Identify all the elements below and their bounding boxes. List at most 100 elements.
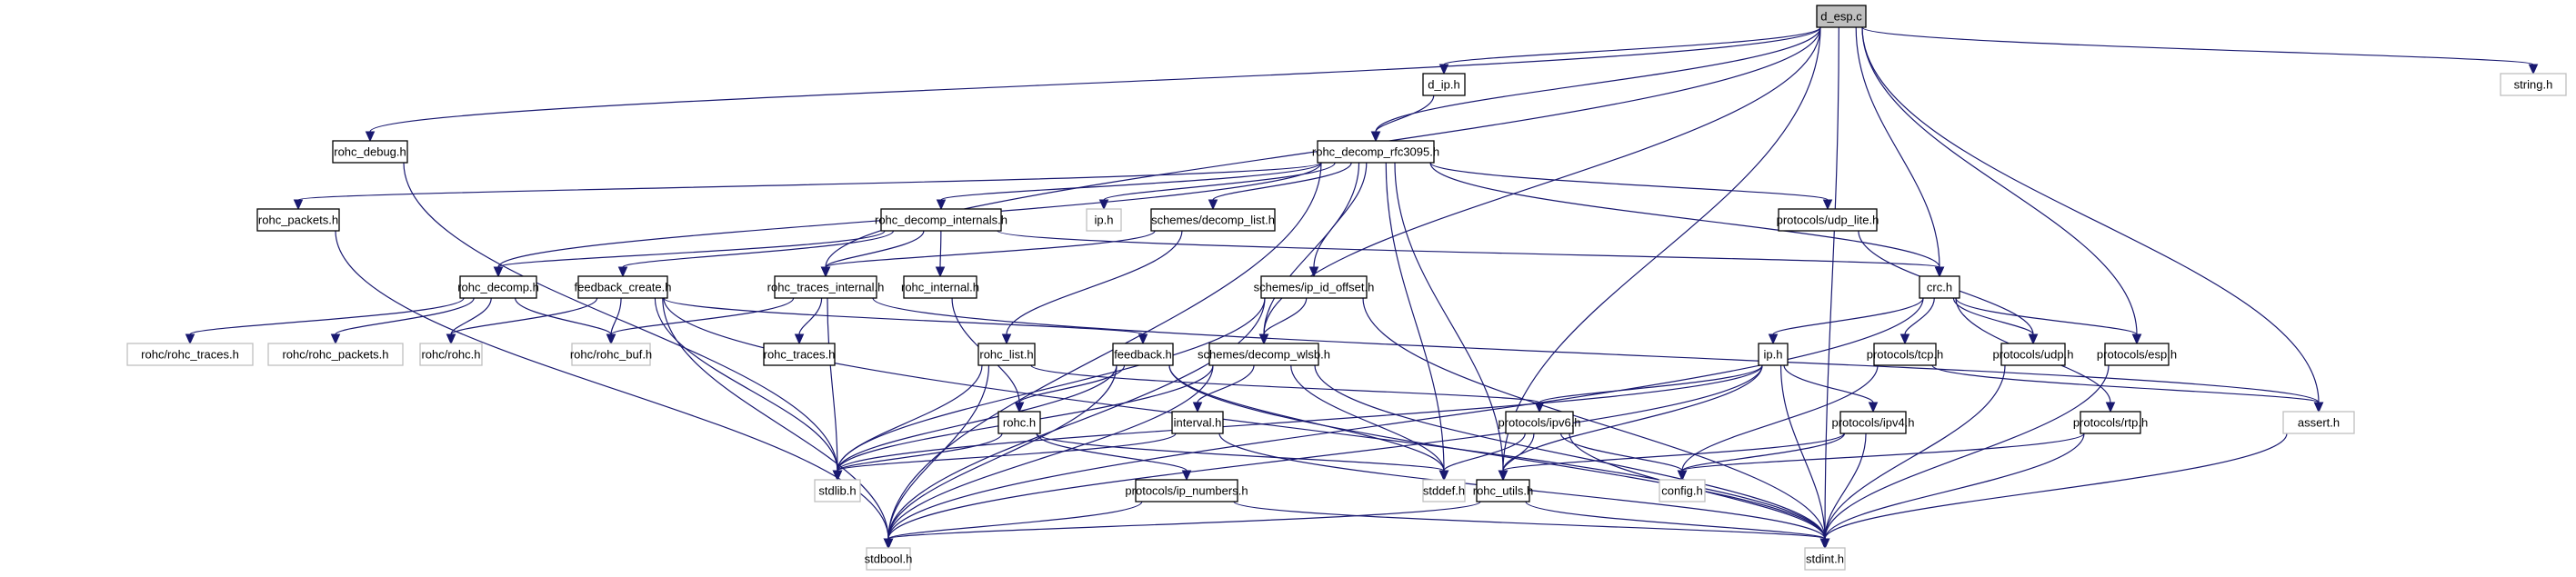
node-box [1260, 275, 1368, 299]
node-rohc-h[interactable]: rohc.h [997, 411, 1041, 434]
node-label: interval.h [1174, 416, 1222, 430]
arrowhead-icon [1438, 470, 1449, 482]
arrowhead-icon [365, 131, 376, 143]
edge-line [622, 230, 895, 268]
node-protocols-ipv6-h[interactable]: protocols/ipv6.h [1498, 411, 1581, 434]
arrowhead-icon [1677, 470, 1688, 482]
edge-line [1375, 95, 1435, 133]
node-label: rohc_list.h [979, 348, 1033, 362]
edge-line [825, 230, 925, 268]
node-config-h: config.h [1659, 479, 1706, 502]
node-rohc-rohc-packets-h: rohc/rohc_packets.h [267, 343, 404, 366]
node-box [903, 275, 977, 299]
edge-line [872, 297, 2320, 403]
edge-rohc_decomp_internals_h-to-rohc_internal_h [935, 230, 946, 278]
edge-line [1904, 297, 1935, 335]
edge-rohc_decomp_rfc3095_h-to-rohc_packets_h [293, 162, 1322, 211]
node-box [763, 343, 836, 366]
edge-protocols_rtp_h-to-config_h [1677, 433, 2085, 482]
edge-line [1103, 162, 1336, 201]
edge-rohc_decomp_rfc3095_h-to-schemes_decomp_list_h [1208, 162, 1352, 211]
edge-rohc_h-to-protocols_ip_numbers_h [1036, 433, 1192, 482]
node-ip-h-ext: ip.h [1086, 208, 1122, 232]
edge-line [515, 297, 612, 335]
arrowhead-icon [883, 538, 894, 550]
node-d-esp-c[interactable]: d_esp.c [1816, 5, 1867, 28]
edge-line [1824, 364, 2006, 540]
arrowhead-icon [617, 266, 628, 278]
node-feedback-create-h[interactable]: feedback_create.h [575, 275, 672, 299]
node-protocols-ip-numbers-h[interactable]: protocols/ip_numbers.h [1125, 479, 1248, 502]
edge-rohc_traces_internal_h-to-rohc_rohc_buf_h [606, 297, 795, 345]
edge-line [887, 364, 1118, 540]
node-label: schemes/decomp_list.h [1151, 214, 1275, 227]
node-schemes-decomp-wlsb-h[interactable]: schemes/decomp_wlsb.h [1198, 343, 1330, 366]
node-box [1317, 140, 1435, 164]
node-box [2080, 411, 2141, 434]
node-rohc-decomp-h[interactable]: rohc_decomp.h [457, 275, 539, 299]
node-protocols-rtp-h[interactable]: protocols/rtp.h [2073, 411, 2148, 434]
edge-line [837, 433, 1003, 472]
node-rohc-internal-h[interactable]: rohc_internal.h [901, 275, 979, 299]
node-box [1778, 208, 1878, 232]
edge-line [1502, 433, 1845, 472]
node-interval-h[interactable]: interval.h [1171, 411, 1224, 434]
arrowhead-icon [493, 266, 504, 278]
edge-line [1290, 364, 1445, 472]
edge-line [1394, 162, 1504, 472]
arrowhead-icon [1192, 402, 1203, 413]
arrowhead-icon [2313, 402, 2324, 413]
node-label: protocols/udp_lite.h [1777, 214, 1879, 227]
node-label: protocols/tcp.h [1867, 348, 1944, 362]
node-label: rohc.h [1003, 416, 1036, 430]
edge-rohc_traces_internal_h-to-stdlib_h [827, 297, 843, 482]
node-rohc-traces-h[interactable]: rohc_traces.h [763, 343, 836, 366]
edge-line [1861, 26, 2138, 335]
arrowhead-icon [1138, 333, 1148, 345]
node-label: protocols/esp.h [2097, 348, 2177, 362]
arrowhead-icon [1208, 199, 1218, 211]
edge-rohc_decomp_rfc3095_h-to-protocols_udp_lite_h [1429, 162, 1833, 211]
node-ip-h[interactable]: ip.h [1758, 343, 1789, 366]
node-rohc-debug-h[interactable]: rohc_debug.h [332, 140, 408, 164]
node-schemes-ip-id-offset-h[interactable]: schemes/ip_id_offset.h [1254, 275, 1375, 299]
arrowhead-icon [1534, 402, 1545, 413]
edge-line [1772, 297, 1924, 335]
node-rohc-utils-h[interactable]: rohc_utils.h [1473, 479, 1533, 502]
node-protocols-tcp-h[interactable]: protocols/tcp.h [1867, 343, 1944, 366]
node-rohc-traces-internal-h[interactable]: rohc_traces_internal.h [767, 275, 885, 299]
node-rohc-decomp-internals-h[interactable]: rohc_decomp_internals.h [875, 208, 1007, 232]
arrowhead-icon [1258, 333, 1269, 345]
edge-protocols_ipv6_h-to-stddef_h [1438, 433, 1526, 482]
node-label: ip.h [1764, 348, 1783, 362]
node-protocols-udp-lite-h[interactable]: protocols/udp_lite.h [1777, 208, 1879, 232]
node-crc-h[interactable]: crc.h [1919, 275, 1960, 299]
arrowhead-icon [832, 470, 843, 482]
node-rohc-list-h[interactable]: rohc_list.h [977, 343, 1036, 366]
node-rohc-packets-h[interactable]: rohc_packets.h [256, 208, 340, 232]
arrowhead-icon [820, 266, 831, 278]
edge-line [1681, 433, 2085, 472]
edge-line [1036, 433, 1188, 472]
arrowhead-icon [1181, 470, 1192, 482]
node-box [1758, 343, 1789, 366]
edge-rohc_decomp_h-to-rohc_rohc_traces_h [185, 297, 465, 345]
node-protocols-esp-h[interactable]: protocols/esp.h [2097, 343, 2177, 366]
node-label: ip.h [1095, 214, 1114, 227]
node-rohc-decomp-rfc3095-h[interactable]: rohc_decomp_rfc3095.h [1312, 140, 1439, 164]
node-box [1476, 479, 1530, 502]
edge-rohc_decomp_h-to-rohc_rohc_buf_h [515, 297, 616, 345]
node-protocols-ipv4-h[interactable]: protocols/ipv4.h [1831, 411, 1915, 434]
node-schemes-decomp-list-h[interactable]: schemes/decomp_list.h [1150, 208, 1276, 232]
edge-line [887, 364, 1763, 540]
node-box [332, 140, 408, 164]
node-d-ip-h[interactable]: d_ip.h [1422, 73, 1466, 96]
node-box [866, 547, 911, 571]
node-protocols-udp-h[interactable]: protocols/udp.h [1993, 343, 2074, 366]
node-label: rohc_traces.h [764, 348, 836, 362]
node-feedback-h[interactable]: feedback.h [1112, 343, 1174, 366]
edge-line [837, 297, 1266, 472]
edge-line [335, 297, 475, 335]
edge-line [1006, 230, 1183, 335]
